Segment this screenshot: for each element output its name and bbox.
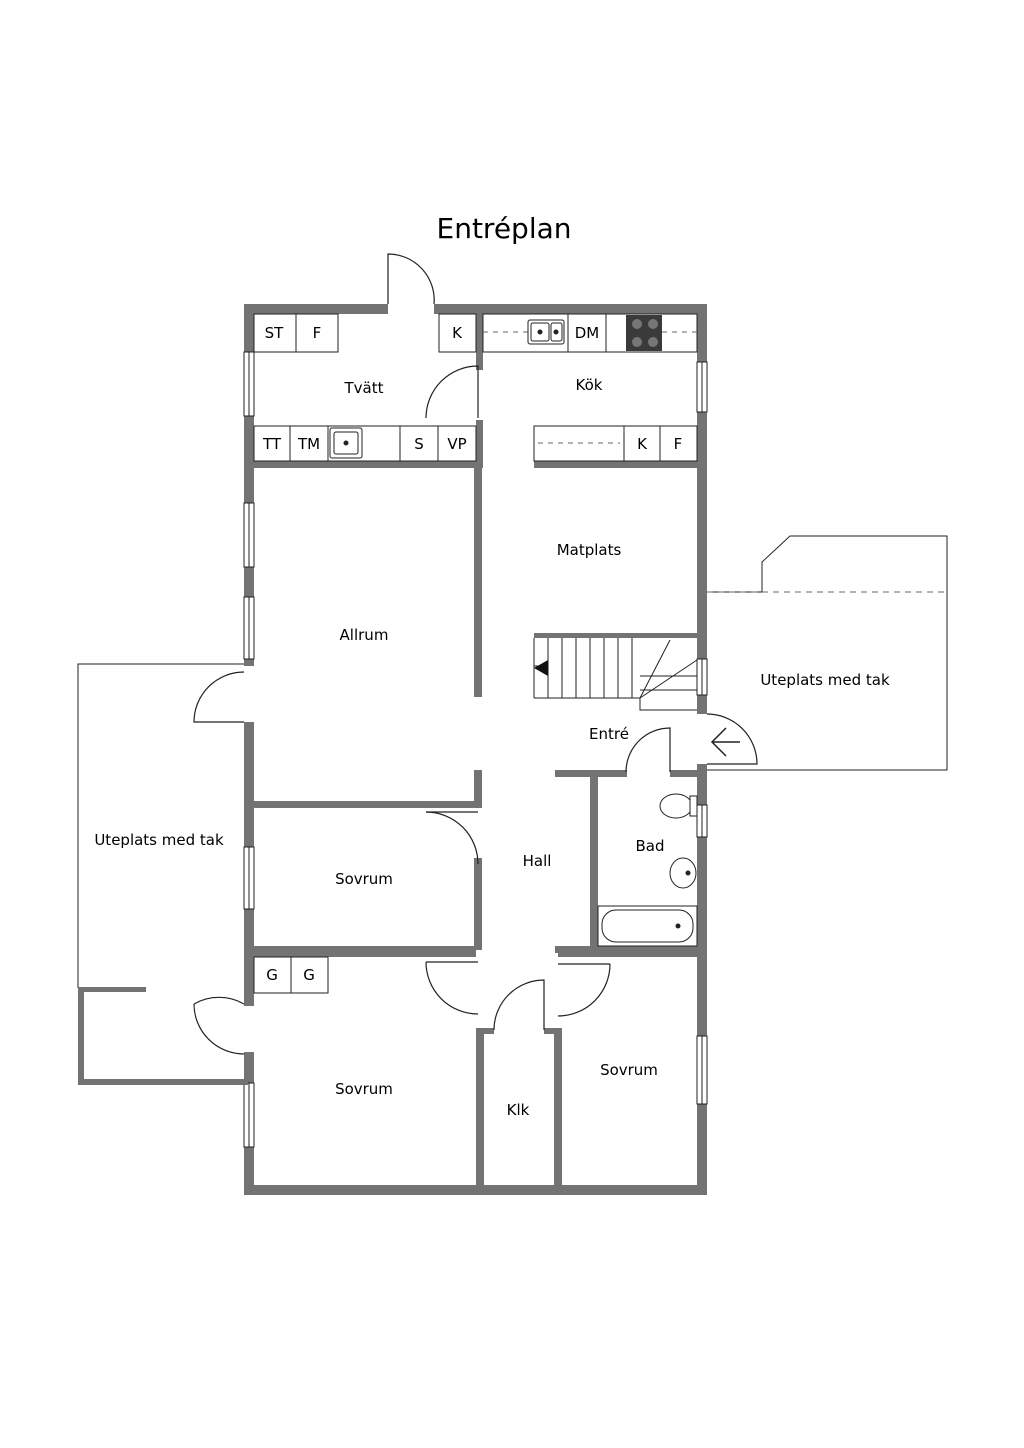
fixture-label-g2: G bbox=[303, 966, 315, 984]
room-label-klk: Klk bbox=[507, 1101, 530, 1119]
stairs-icon bbox=[533, 638, 698, 711]
room-label-bad: Bad bbox=[635, 837, 664, 855]
door-icon bbox=[193, 253, 758, 1055]
kitchen-counter-lower bbox=[533, 425, 698, 462]
room-label-sovrum-bottom-left: Sovrum bbox=[335, 1080, 393, 1098]
entrance-arrow-icon bbox=[710, 727, 740, 757]
toilet-icon bbox=[659, 793, 698, 819]
fixture-label-g1: G bbox=[266, 966, 278, 984]
fixture-label-s: S bbox=[414, 435, 424, 453]
fixture-label-dm: DM bbox=[575, 324, 600, 342]
room-label-entre: Entré bbox=[589, 725, 629, 743]
sink-icon bbox=[329, 427, 363, 459]
fixture-label-f-laundry: F bbox=[313, 324, 322, 342]
stove-icon bbox=[626, 315, 662, 351]
fixture-label-tm: TM bbox=[297, 435, 320, 453]
fixture-label-tt: TT bbox=[262, 435, 282, 453]
room-label-matplats: Matplats bbox=[557, 541, 622, 559]
room-label-hall: Hall bbox=[523, 852, 552, 870]
room-label-allrum: Allrum bbox=[340, 626, 389, 644]
fixture-label-st: ST bbox=[265, 324, 285, 342]
sink-icon bbox=[527, 319, 565, 345]
bathtub-icon bbox=[597, 905, 698, 947]
room-label-uteplats-right: Uteplats med tak bbox=[760, 671, 890, 689]
patio-right-outline bbox=[707, 535, 948, 771]
room-label-uteplats-left: Uteplats med tak bbox=[94, 831, 224, 849]
fixture-label-f-kitchen: F bbox=[674, 435, 683, 453]
laundry-cabinets-top bbox=[253, 313, 339, 353]
fixture-label-k-kitchen: K bbox=[637, 435, 648, 453]
room-label-kok: Kök bbox=[576, 376, 603, 394]
fixture-label-vp: VP bbox=[447, 435, 466, 453]
room-label-sovrum-mid: Sovrum bbox=[335, 870, 393, 888]
patio-left-outline bbox=[77, 663, 244, 988]
wardrobe bbox=[253, 956, 329, 994]
window-icon bbox=[243, 351, 708, 1148]
room-label-tvatt: Tvätt bbox=[344, 379, 384, 397]
kitchen-counter-top bbox=[438, 313, 698, 353]
room-label-sovrum-bottom-right: Sovrum bbox=[600, 1061, 658, 1079]
patio-wall bbox=[78, 987, 248, 1085]
laundry-cabinets-lower bbox=[253, 425, 477, 462]
washbasin-icon bbox=[669, 857, 697, 889]
plan-title: Entréplan bbox=[437, 212, 572, 245]
fixture-label-k-top: K bbox=[452, 324, 463, 342]
